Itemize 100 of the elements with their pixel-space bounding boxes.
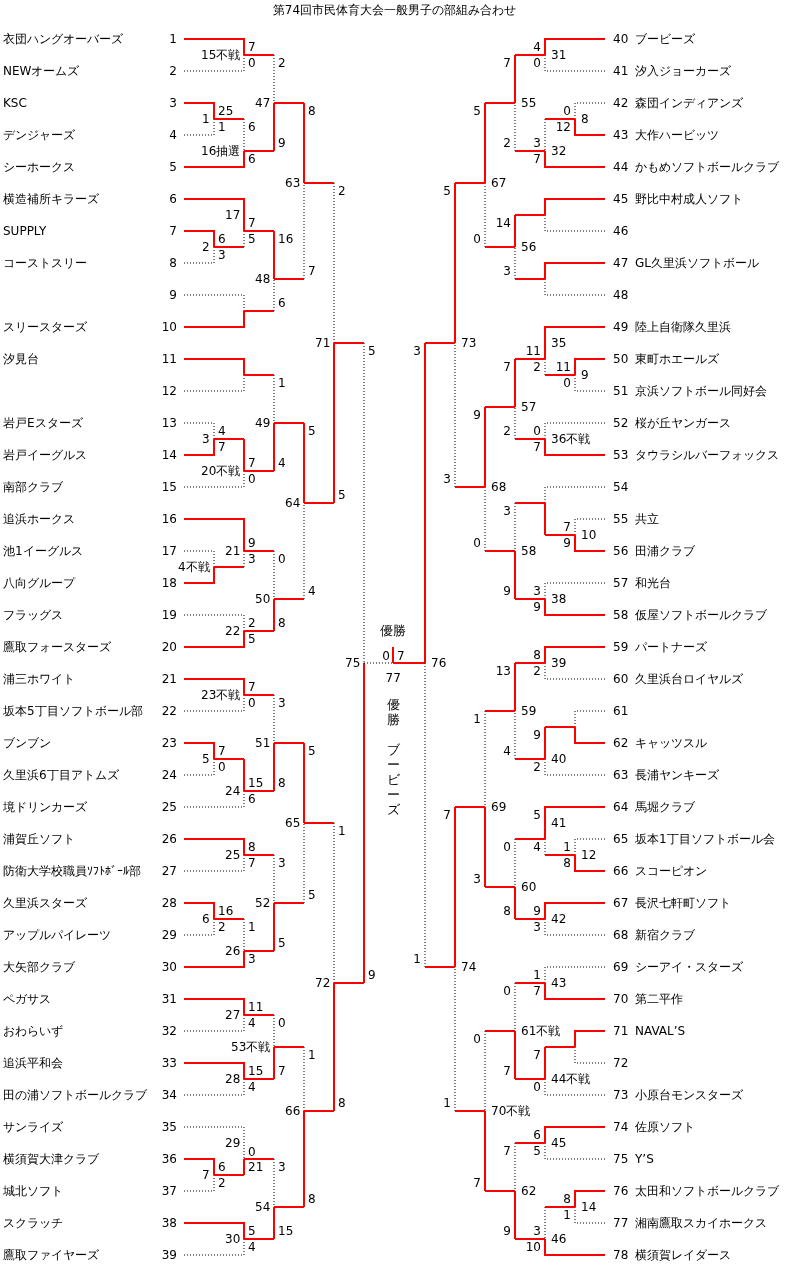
match-number: 35 [551, 335, 567, 351]
team-name: 浦賀丘ソフト [3, 831, 75, 847]
score-label: 0 [248, 472, 256, 486]
team-name: ブービーズ [635, 31, 695, 47]
team-number: 15 [161, 479, 177, 495]
score-label: 5 [443, 184, 451, 198]
score-label: 1 [563, 840, 571, 854]
bracket-line [484, 1030, 486, 1112]
bracket-line [454, 342, 456, 488]
team-name: KSC [3, 95, 27, 111]
team-name: 池1イーグルス [3, 543, 83, 559]
vertical-label: 優勝 [386, 697, 400, 727]
team-name: おわらいず [3, 1023, 63, 1039]
team-number: 4 [169, 127, 177, 143]
score-label: 3 [278, 856, 286, 870]
score-label: 1 [338, 824, 346, 838]
score-label: 5 [368, 344, 376, 358]
score-label: 3 [473, 872, 481, 886]
bracket-line [303, 422, 305, 504]
team-name: 大作ハービッツ [635, 127, 719, 143]
bracket-line [544, 118, 546, 152]
bracket-line [243, 550, 245, 568]
score-label: 7 [248, 40, 256, 54]
bracket-line [183, 918, 215, 936]
team-number: 26 [161, 831, 177, 847]
team-number: 17 [161, 543, 177, 559]
team-number: 48 [613, 287, 629, 303]
bracket-line [544, 598, 606, 616]
score-label: 1 [413, 952, 421, 966]
bracket-line [273, 902, 275, 952]
bracket-line [303, 1110, 305, 1208]
bracket-line [183, 102, 215, 120]
team-name: 鷹取ファイヤーズ [3, 1247, 99, 1263]
score-label: 6 [248, 120, 256, 134]
score-label: 0 [473, 232, 481, 246]
vertical-label: ブービーズ [386, 742, 400, 817]
team-number: 30 [161, 959, 177, 975]
team-name: キャッツスル [635, 735, 707, 751]
team-number: 23 [161, 735, 177, 751]
team-name: 佐原ソフト [635, 1119, 695, 1135]
bracket-line [514, 1030, 516, 1080]
bracket-line [514, 406, 516, 440]
bracket-line [514, 246, 516, 280]
bracket-line [183, 742, 215, 760]
bracket-line [544, 918, 606, 936]
team-number: 68 [613, 927, 629, 943]
team-number: 43 [613, 127, 629, 143]
match-number: 44不戦 [551, 1071, 591, 1087]
team-number: 65 [613, 831, 629, 847]
team-number: 55 [613, 511, 629, 527]
score-label: 11 [525, 344, 541, 358]
bracket-line [243, 438, 245, 472]
team-name: 京浜ソフトボール同好会 [635, 383, 767, 399]
team-number: 13 [161, 415, 177, 431]
bracket-line [273, 278, 275, 312]
score-label: 3 [248, 552, 256, 566]
match-number: 4不戦 [178, 559, 210, 575]
match-number: 62 [521, 1183, 537, 1199]
bracket-line [514, 358, 516, 408]
match-number: 27 [225, 1007, 241, 1023]
match-number: 63 [285, 175, 301, 191]
team-number: 66 [613, 863, 629, 879]
score-label: 7 [503, 1144, 511, 1158]
team-name: 南部クラブ [3, 479, 63, 495]
team-number: 62 [613, 735, 629, 751]
team-name: 坂本1丁目ソフトボール会 [635, 831, 775, 847]
score-label: 11 [555, 360, 571, 374]
bracket-line [303, 102, 305, 184]
match-number: 77 [385, 670, 401, 686]
team-number: 37 [161, 1183, 177, 1199]
team-number: 35 [161, 1119, 177, 1135]
team-name: ブンブン [3, 735, 51, 751]
bracket-line [183, 1078, 245, 1096]
bracket-line [183, 758, 215, 776]
bracket-line [183, 1238, 245, 1256]
bracket-line [273, 230, 275, 280]
score-label: 1 [248, 920, 256, 934]
team-name: 久里浜6丁目アトムズ [3, 767, 119, 783]
team-name: Y’S [635, 1151, 654, 1167]
score-label: 7 [503, 56, 511, 70]
team-name: GL久里浜ソフトボール [635, 255, 759, 271]
team-name: 汐入ジョーカーズ [635, 63, 731, 79]
bracket-line [273, 1158, 275, 1208]
score-label: 6 [248, 152, 256, 166]
team-number: 10 [161, 319, 177, 335]
bracket-line [183, 1158, 215, 1176]
score-label: 7 [248, 856, 256, 870]
team-number: 50 [613, 351, 629, 367]
score-label: 4 [218, 424, 226, 438]
team-number: 41 [613, 63, 629, 79]
match-number: 69 [491, 799, 507, 815]
score-label: 2 [503, 424, 511, 438]
score-label: 6 [218, 232, 226, 246]
score-label: 2 [218, 1176, 226, 1190]
team-name: シーホークス [3, 159, 75, 175]
match-number: 10 [581, 527, 597, 543]
bracket-line [273, 102, 275, 152]
bracket-line [183, 38, 245, 56]
team-number: 70 [613, 991, 629, 1007]
team-number: 73 [613, 1087, 629, 1103]
